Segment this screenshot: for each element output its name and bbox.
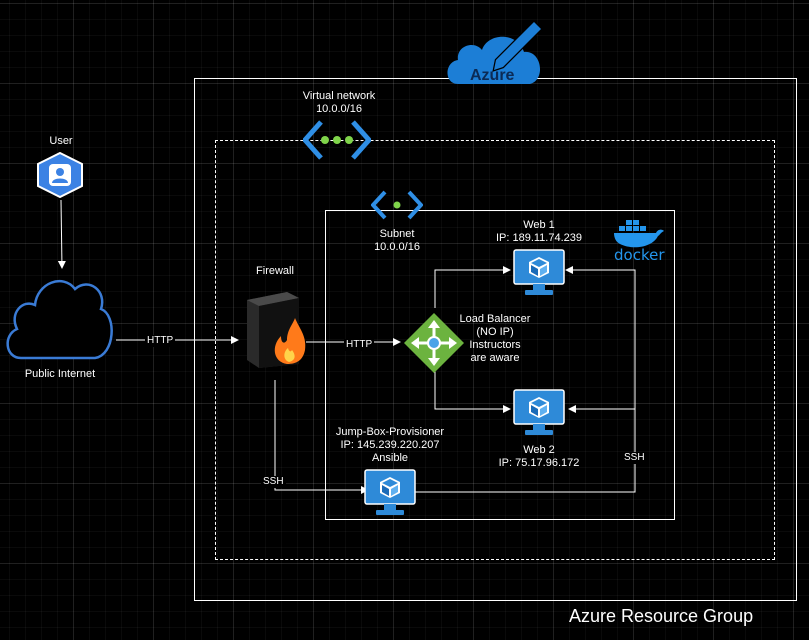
edge-lb-to-web2	[434, 370, 511, 413]
web1-name: Web 1	[523, 219, 555, 231]
vnet-label: Virtual network 10.0.0/16	[289, 90, 389, 116]
web1-vm-icon	[513, 249, 565, 302]
edge-label-firewall-ssh: SSH	[261, 476, 286, 488]
pencil-icon	[492, 20, 543, 72]
docker-whale-icon	[612, 216, 666, 257]
public-internet-cloud-icon	[3, 265, 117, 366]
lb-line-4: are aware	[470, 352, 520, 364]
lb-line-2: (NO IP)	[476, 326, 514, 338]
firewall-label: Firewall	[256, 265, 294, 277]
subnet-boundary	[325, 210, 675, 520]
resource-group-label: Azure Resource Group	[569, 606, 754, 626]
web1-label: Web 1 IP: 189.11.74.239	[484, 219, 594, 245]
jump-line-1: Jump-Box-Provisioner	[335, 426, 445, 438]
edge-firewall-to-jump	[274, 380, 369, 494]
azure-cloud-icon: Azure	[444, 10, 548, 90]
vnet-name: Virtual network	[302, 90, 376, 102]
azure-badge-label: Azure	[470, 67, 515, 84]
jump-line-2: IP: 145.239.220.207	[340, 439, 440, 451]
edge-label-jump-ssh: SSH	[622, 452, 647, 464]
user-label: User	[49, 135, 73, 147]
subnet-name: Subnet	[379, 228, 415, 240]
virtual-network-icon	[301, 120, 373, 165]
load-balancer-icon	[403, 312, 465, 379]
edge-label-internet-http: HTTP	[145, 335, 176, 347]
vnet-cidr: 10.0.0/16	[316, 103, 362, 115]
jump-box-label: Jump-Box-Provisioner IP: 145.239.220.207…	[325, 426, 455, 465]
web2-name: Web 2	[523, 444, 555, 456]
edge-lb-to-web1	[434, 266, 511, 308]
lb-line-3: Instructors	[469, 339, 521, 351]
docker-wordmark: docker	[614, 246, 665, 264]
web2-label: Web 2 IP: 75.17.96.172	[484, 444, 594, 470]
load-balancer-label: Load Balancer (NO IP) Instructors are aw…	[453, 313, 537, 365]
public-internet-label: Public Internet	[24, 368, 96, 380]
user-icon	[36, 151, 84, 203]
web1-ip: IP: 189.11.74.239	[495, 232, 583, 244]
jump-box-vm-icon	[364, 469, 416, 522]
web2-ip: IP: 75.17.96.172	[498, 457, 580, 469]
jump-line-3: Ansible	[371, 452, 409, 464]
lb-line-1: Load Balancer	[459, 313, 531, 325]
subnet-label: Subnet 10.0.0/16	[347, 228, 447, 254]
edge-label-firewall-http: HTTP	[344, 339, 375, 351]
web2-vm-icon	[513, 389, 565, 442]
virtual-network-boundary	[215, 140, 775, 560]
edge-user-to-internet	[57, 199, 66, 269]
subnet-icon	[370, 190, 424, 225]
firewall-icon	[243, 290, 309, 375]
edge-jump-to-webs	[410, 266, 636, 493]
subnet-cidr: 10.0.0/16	[374, 241, 420, 253]
